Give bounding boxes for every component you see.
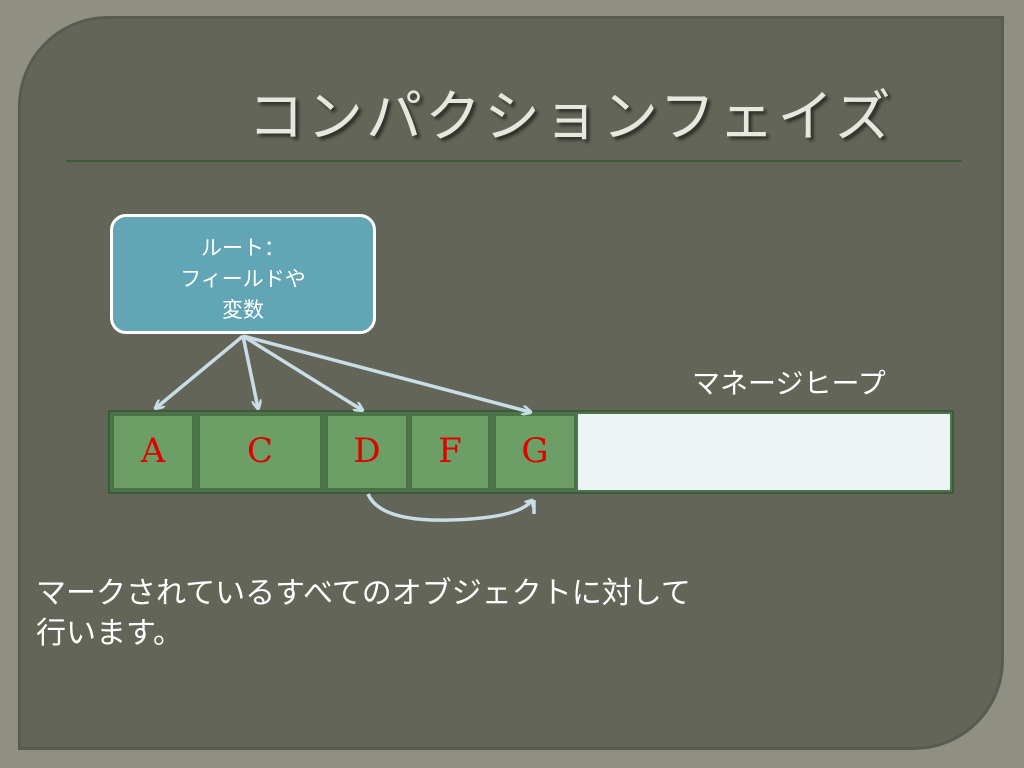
heap-object-d: D — [326, 414, 408, 490]
root-label-line3: 変数 — [222, 298, 264, 322]
managed-heap-label: マネージヒープ — [692, 367, 886, 400]
description-text: マークされているすべてのオブジェクトに対して 行います。 — [36, 574, 836, 654]
root-label-line1: ルート： — [201, 236, 285, 260]
root-label-line2: フィールドや — [180, 267, 306, 291]
heap-object-c: C — [198, 414, 322, 490]
root-box: ルート： フィールドや 変数 — [110, 214, 376, 334]
description-line2: 行います。 — [36, 616, 183, 651]
heap-object-f: F — [410, 414, 490, 490]
heap-free-space — [578, 414, 950, 490]
slide-title: コンパクションフェイズ — [248, 85, 894, 150]
heap-object-g: G — [494, 414, 576, 490]
description-line1: マークされているすべてのオブジェクトに対して — [36, 576, 691, 611]
heap-object-a: A — [112, 414, 194, 490]
title-divider — [66, 160, 962, 162]
